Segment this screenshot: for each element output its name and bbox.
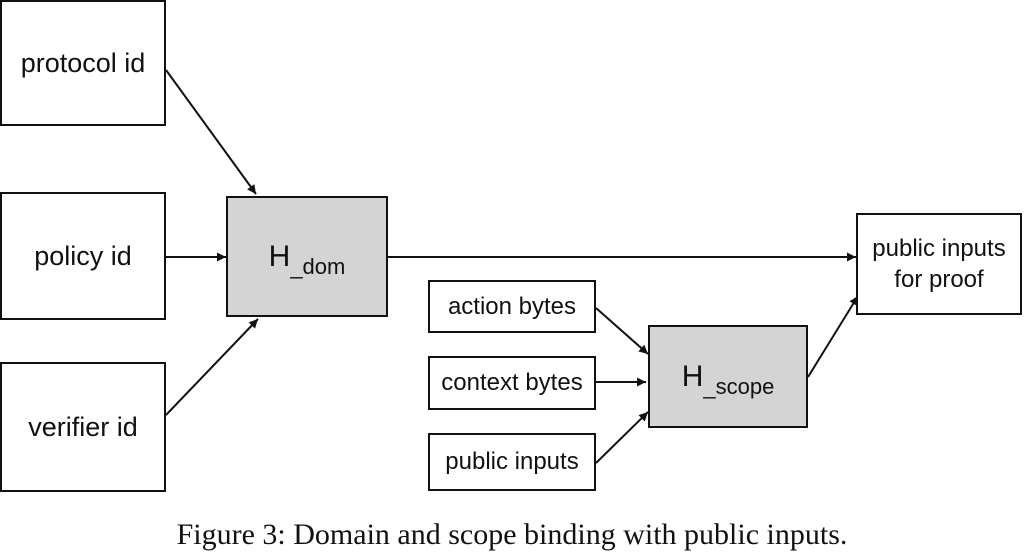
context-bytes-box: context bytes [428, 356, 596, 410]
action-bytes-label: action bytes [447, 292, 577, 320]
output-line-1: public inputs [872, 235, 1006, 262]
arrow-public-to-hscope [595, 411, 649, 464]
h-scope-box: H_scope [648, 325, 808, 428]
output-line-2: for proof [894, 266, 984, 293]
h-dom-label: H_dom [268, 239, 346, 279]
public-inputs-label: public inputs [445, 448, 579, 475]
arrow-action-to-hscope [595, 307, 649, 355]
figure-caption: Figure 3: Domain and scope binding with … [176, 518, 848, 551]
arrow-protocol-to-hdom [165, 69, 257, 195]
h-scope-sub: _scope [703, 373, 775, 399]
output-box: public inputs for proof [856, 213, 1022, 315]
public-inputs-box: public inputs [428, 433, 596, 491]
h-dom-sub: _dom [290, 253, 346, 279]
h-scope-main: H [681, 359, 704, 393]
h-dom-box: H_dom [226, 196, 388, 317]
policy-id-box: policy id [0, 192, 166, 320]
arrow-verifier-to-hdom [165, 318, 259, 416]
protocol-id-box: protocol id [0, 0, 166, 126]
verifier-id-label: verifier id [28, 411, 138, 442]
context-bytes-label: context bytes [441, 369, 583, 396]
h-dom-main: H [268, 239, 291, 273]
h-scope-label: H_scope [681, 359, 775, 399]
arrow-hscope-to-output [807, 295, 859, 378]
policy-id-label: policy id [34, 240, 132, 271]
action-bytes-box: action bytes [428, 280, 596, 333]
verifier-id-box: verifier id [0, 362, 166, 492]
protocol-id-label: protocol id [20, 47, 146, 78]
